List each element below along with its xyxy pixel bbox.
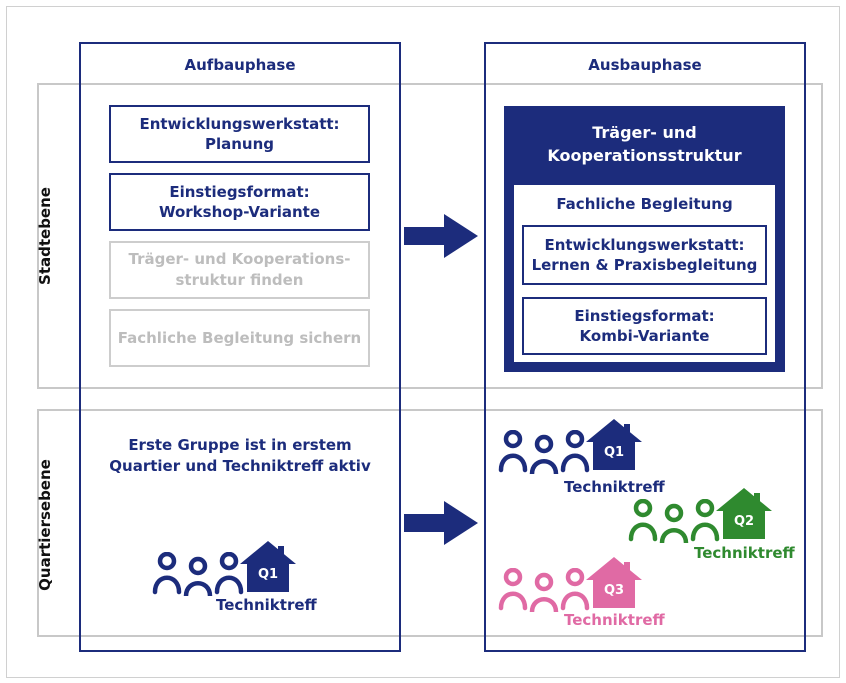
group-q1-left: Q1 Techniktreff bbox=[152, 540, 332, 630]
quartiersebene-label: Quartiersebene bbox=[36, 459, 54, 591]
box-einstiegsformat-workshop: Einstiegsformat: Workshop-Variante bbox=[109, 173, 370, 231]
text-line: Quartier und Techniktreff aktiv bbox=[109, 457, 371, 475]
box-line: Fachliche Begleitung sichern bbox=[117, 328, 362, 347]
arrow-right-icon bbox=[404, 501, 478, 545]
group-q2-right: Q2 Techniktreff bbox=[628, 487, 818, 577]
box-line: Workshop-Variante bbox=[158, 203, 321, 221]
quartiersebene-band bbox=[37, 409, 823, 637]
stadtebene-band bbox=[37, 83, 823, 389]
house-icon bbox=[716, 488, 772, 539]
box-einstiegsformat-kombi: Einstiegsformat: Kombi-Variante bbox=[522, 297, 767, 355]
house-label: Q2 bbox=[733, 514, 755, 529]
box-line: Einstiegsformat: bbox=[169, 183, 310, 201]
house-icon bbox=[586, 557, 642, 608]
ausbauphase-column bbox=[484, 42, 806, 652]
aufbauphase-column bbox=[79, 42, 401, 652]
traeger-kooperationsstruktur-title: Träger- und Kooperationsstruktur bbox=[504, 121, 785, 167]
erste-gruppe-text: Erste Gruppe ist in erstem Quartier und … bbox=[81, 435, 399, 477]
people-icon bbox=[152, 552, 244, 596]
people-icon bbox=[498, 568, 590, 612]
techniktreff-caption: Techniktreff bbox=[564, 478, 665, 496]
box-line: Entwicklungswerkstatt: bbox=[139, 115, 340, 133]
fachliche-begleitung-title: Fachliche Begleitung bbox=[556, 195, 733, 213]
house-label: Q1 bbox=[603, 445, 625, 460]
box-line: Entwicklungswerkstatt: bbox=[544, 236, 745, 254]
techniktreff-caption: Techniktreff bbox=[216, 596, 317, 614]
arrow-right-icon bbox=[404, 214, 478, 258]
title-line: Träger- und bbox=[592, 123, 697, 142]
outer-frame bbox=[6, 6, 840, 678]
house-icon bbox=[240, 541, 296, 592]
house-icon bbox=[586, 419, 642, 470]
group-q1-right: Q1 Techniktreff bbox=[498, 418, 678, 508]
box-fachliche-begleitung-sichern: Fachliche Begleitung sichern bbox=[109, 309, 370, 367]
house-label: Q3 bbox=[603, 583, 625, 598]
box-line: Einstiegsformat: bbox=[574, 307, 715, 325]
box-line: Lernen & Praxisbegleitung bbox=[531, 256, 758, 274]
techniktreff-caption: Techniktreff bbox=[694, 544, 795, 562]
box-line: Träger- und Kooperations- bbox=[128, 250, 351, 268]
house-label: Q1 bbox=[257, 567, 279, 582]
box-entwicklungswerkstatt-lernen: Entwicklungswerkstatt: Lernen & Praxisbe… bbox=[522, 225, 767, 285]
title-line: Kooperationsstruktur bbox=[547, 146, 742, 165]
box-line: struktur finden bbox=[175, 271, 304, 289]
people-icon bbox=[628, 499, 720, 543]
techniktreff-caption: Techniktreff bbox=[564, 611, 665, 629]
ausbauphase-title: Ausbauphase bbox=[588, 56, 702, 74]
stadtebene-label: Stadtebene bbox=[36, 187, 54, 285]
box-traeger-kooperation-finden: Träger- und Kooperations- struktur finde… bbox=[109, 241, 370, 299]
box-line: Kombi-Variante bbox=[579, 327, 710, 345]
text-line: Erste Gruppe ist in erstem bbox=[128, 436, 352, 454]
aufbauphase-title: Aufbauphase bbox=[184, 56, 296, 74]
box-line: Planung bbox=[204, 135, 275, 153]
box-entwicklungswerkstatt-planung: Entwicklungswerkstatt: Planung bbox=[109, 105, 370, 163]
people-icon bbox=[498, 430, 590, 474]
group-q3-right: Q3 Techniktreff bbox=[498, 556, 678, 636]
